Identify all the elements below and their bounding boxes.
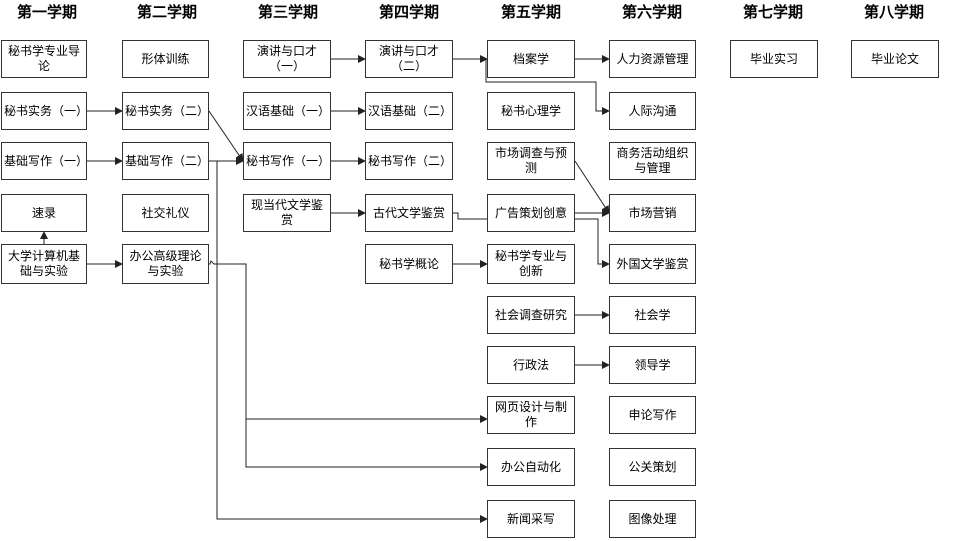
course-box: 基础写作（二） <box>122 142 209 180</box>
course-label: 新闻采写 <box>506 511 555 526</box>
course-label: 办公高级理论与实验 <box>129 249 202 278</box>
course-label: 商务活动组织与管理 <box>616 146 689 175</box>
course-label: 公关策划 <box>628 459 677 474</box>
course-box: 领导学 <box>609 346 696 384</box>
semester-header-7: 第七学期 <box>742 3 803 21</box>
course-box: 办公自动化 <box>487 448 575 486</box>
course-box: 市场营销 <box>609 194 696 232</box>
course-box: 秘书学概论 <box>365 244 453 284</box>
course-box: 演讲与口才（一） <box>243 40 331 78</box>
course-label: 毕业论文 <box>870 51 919 66</box>
course-label: 广告策划创意 <box>494 205 567 220</box>
semester-header-6: 第六学期 <box>621 3 682 21</box>
course-box: 新闻采写 <box>487 500 575 538</box>
course-box: 速录 <box>1 194 87 232</box>
course-box: 市场调查与预测 <box>487 142 575 180</box>
course-label: 行政法 <box>512 357 549 372</box>
prerequisite-arrow <box>245 264 488 471</box>
course-box: 公关策划 <box>609 448 696 486</box>
course-label: 秘书学专业与创新 <box>494 249 567 278</box>
course-label: 古代文学鉴赏 <box>372 205 445 220</box>
course-box: 外国文学鉴赏 <box>609 244 696 284</box>
course-label: 社会调查研究 <box>494 307 567 322</box>
course-box: 演讲与口才（二） <box>365 40 453 78</box>
course-label: 市场营销 <box>628 205 677 220</box>
prerequisite-arrow <box>453 58 610 115</box>
course-label: 人力资源管理 <box>616 51 689 66</box>
course-label: 演讲与口才（一） <box>256 44 317 73</box>
course-box: 商务活动组织与管理 <box>609 142 696 180</box>
course-box: 秘书实务（一） <box>1 92 89 130</box>
course-label: 人际沟通 <box>628 103 677 118</box>
course-box: 毕业实习 <box>730 40 818 78</box>
course-box: 社会学 <box>609 296 696 334</box>
course-label: 基础写作（一） <box>4 153 89 168</box>
course-label: 形体训练 <box>141 51 190 66</box>
course-label: 速录 <box>31 205 56 220</box>
course-box: 办公高级理论与实验 <box>122 244 209 284</box>
course-label: 申论写作 <box>628 407 677 422</box>
course-label: 汉语基础（一） <box>246 103 331 118</box>
prerequisite-arrow <box>209 260 488 423</box>
course-box: 秘书心理学 <box>487 92 575 130</box>
course-box: 基础写作（一） <box>1 142 89 180</box>
course-box: 秘书写作（二） <box>365 142 453 180</box>
course-box: 广告策划创意 <box>487 194 575 232</box>
course-box: 毕业论文 <box>851 40 939 78</box>
prerequisite-arrow <box>209 160 488 523</box>
semester-header-8: 第八学期 <box>863 3 924 21</box>
semester-header-5: 第五学期 <box>500 3 561 21</box>
course-label: 秘书实务（一） <box>4 103 89 118</box>
course-box: 网页设计与制作 <box>487 396 575 434</box>
prerequisite-arrow <box>208 110 244 162</box>
course-label: 档案学 <box>512 51 549 66</box>
course-box: 人际沟通 <box>609 92 696 130</box>
semester-header-1: 第一学期 <box>16 3 77 21</box>
course-label: 秘书学专业导论 <box>7 44 80 73</box>
course-label: 图像处理 <box>628 511 677 526</box>
course-label: 秘书写作（一） <box>246 153 331 168</box>
semester-header-4: 第四学期 <box>378 3 439 21</box>
course-box: 人力资源管理 <box>609 40 696 78</box>
course-label: 办公自动化 <box>500 459 561 474</box>
course-box: 秘书学专业与创新 <box>487 244 575 284</box>
course-label: 社会学 <box>634 307 671 322</box>
course-label: 现当代文学鉴赏 <box>250 198 323 227</box>
course-box: 社会调查研究 <box>487 296 575 334</box>
course-label: 秘书学概论 <box>378 256 439 271</box>
course-label: 汉语基础（二） <box>368 103 453 118</box>
course-box: 汉语基础（二） <box>365 92 453 130</box>
course-label: 领导学 <box>634 357 671 372</box>
course-label: 演讲与口才（二） <box>378 44 439 73</box>
course-box: 秘书写作（一） <box>243 142 331 180</box>
course-box: 档案学 <box>487 40 575 78</box>
course-label: 大学计算机基础与实验 <box>7 249 80 278</box>
course-label: 社交礼仪 <box>141 205 190 220</box>
course-box: 图像处理 <box>609 500 696 538</box>
course-box: 大学计算机基础与实验 <box>1 244 87 284</box>
course-box: 社交礼仪 <box>122 194 209 232</box>
course-box: 行政法 <box>487 346 575 384</box>
course-label: 毕业实习 <box>749 51 798 66</box>
course-box: 形体训练 <box>122 40 209 78</box>
course-box: 古代文学鉴赏 <box>365 194 453 232</box>
course-label: 秘书实务（二） <box>125 103 210 118</box>
course-label: 秘书心理学 <box>500 103 561 118</box>
course-box: 秘书学专业导论 <box>1 40 87 78</box>
course-label: 基础写作（二） <box>125 153 210 168</box>
course-label: 网页设计与制作 <box>494 400 567 429</box>
course-box: 申论写作 <box>609 396 696 434</box>
course-box: 秘书实务（二） <box>122 92 209 130</box>
course-label: 市场调查与预测 <box>494 146 567 175</box>
course-label: 外国文学鉴赏 <box>616 256 689 271</box>
semester-header-2: 第二学期 <box>136 3 197 21</box>
prerequisite-arrow <box>574 160 610 214</box>
semester-header-3: 第三学期 <box>257 3 318 21</box>
course-box: 现当代文学鉴赏 <box>243 194 331 232</box>
course-label: 秘书写作（二） <box>368 153 453 168</box>
course-box: 汉语基础（一） <box>243 92 331 130</box>
